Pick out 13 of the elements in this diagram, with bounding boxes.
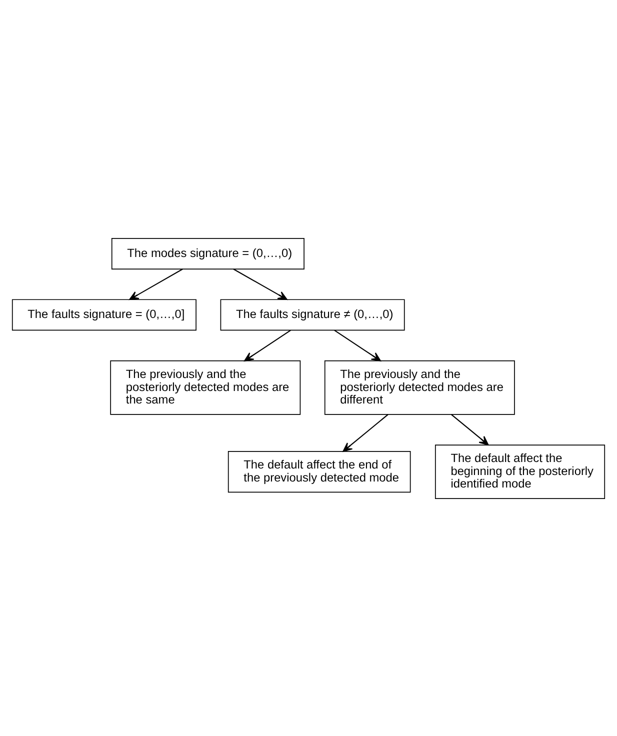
arrow bbox=[451, 414, 489, 445]
node-box: The faults signature ≠ (0,…,0) bbox=[220, 298, 405, 330]
arrow bbox=[342, 414, 388, 452]
node-box: The previously and the posteriorly detected modes are the same bbox=[110, 360, 301, 414]
node-box: The default affect the beginning of the posteriorly identified mode bbox=[434, 444, 606, 499]
arrow bbox=[129, 268, 183, 300]
node-box: The faults signature = (0,…,0] bbox=[12, 298, 196, 330]
node-box: The default affect the end of the previously detected mode bbox=[228, 450, 411, 492]
arrow bbox=[233, 268, 288, 300]
arrow bbox=[244, 329, 291, 361]
node-box: The modes signature = (0,…,0) bbox=[111, 237, 304, 269]
node-box: The previously and the posteriorly detected modes are different bbox=[324, 360, 515, 414]
arrow bbox=[334, 329, 381, 361]
